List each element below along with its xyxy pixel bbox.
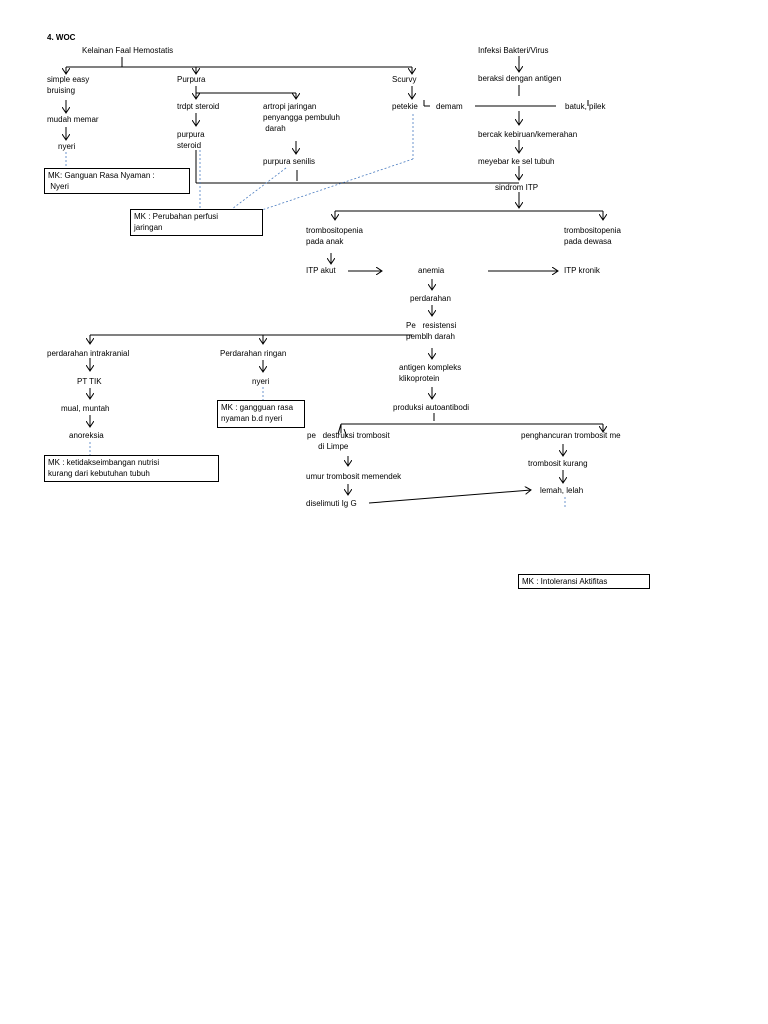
node-perdarahan-intrakranial: perdarahan intrakranial (47, 349, 130, 358)
node-diselimuti: diselimuti Ig G (306, 499, 357, 508)
page-title: 4. WOC (47, 33, 76, 42)
node-lemah-lelah: lemah, lelah (540, 486, 584, 495)
node-artropi: artropi jaringan penyangga pembuluh dara… (263, 102, 340, 133)
node-purpura-senilis: purpura senilis (263, 157, 316, 166)
node-destruksi: pe destruksi trombosit di Limpe (307, 431, 390, 451)
node-pt-tik: PT TIK (77, 377, 102, 386)
node-bereaksi: beraksi dengan antigen (478, 74, 562, 83)
mk-box-gangguan: MK : gangguan rasa nyaman b.d nyeri (217, 400, 305, 428)
node-nyeri-1: nyeri (58, 142, 76, 151)
node-produksi-autoantibodi: produksi autoantibodi (393, 403, 470, 412)
node-kelainan-faal-hemostatis: Kelainan Faal Hemostatis (82, 46, 174, 55)
node-infeksi: Infeksi Bakteri/Virus (478, 46, 549, 55)
node-simple-easy-bruising: simple easy bruising (47, 75, 90, 95)
mk-box-nyeri: MK: Ganguan Rasa Nyaman : Nyeri (44, 168, 190, 194)
mk-box-nutrisi: MK : ketidakseimbangan nutrisi kurang da… (44, 455, 219, 482)
node-purpura: Purpura (177, 75, 206, 84)
node-trdpt-steroid: trdpt steroid (177, 102, 220, 111)
node-itp-akut: ITP akut (306, 266, 336, 275)
mk-box-perfusi: MK : Perubahan perfusi jaringan (130, 209, 263, 236)
node-mual-muntah: mual, muntah (61, 404, 110, 413)
node-antigen-kompleks: antigen kompleks klikoprotein (399, 363, 462, 383)
node-sindrom-itp: sindrom ITP (495, 183, 539, 192)
node-trombo-anak: trombositopenia pada anak (306, 226, 363, 246)
node-resistensi: Pe resistensi pemblh darah (406, 321, 457, 341)
node-nyeri-2: nyeri (252, 377, 270, 386)
node-purpura-steroid: purpura steroid (177, 130, 205, 150)
node-mudah-memar: mudah memar (47, 115, 99, 124)
node-menyebar: meyebar ke sel tubuh (478, 157, 555, 166)
node-itp-kronik: ITP kronik (564, 266, 600, 275)
mk-box-intoleransi: MK : Intoleransi Aktifitas (518, 574, 650, 589)
node-demam: demam (436, 102, 463, 111)
node-scurvy: Scurvy (392, 75, 417, 84)
node-perdarahan-ringan: Perdarahan ringan (220, 349, 287, 358)
node-anoreksia: anoreksia (69, 431, 104, 440)
node-anemia: anemia (418, 266, 445, 275)
node-trombo-dewasa: trombositopenia pada dewasa (564, 226, 621, 246)
node-trombosit-kurang: trombosit kurang (528, 459, 588, 468)
node-perdarahan: perdarahan (410, 294, 451, 303)
node-penghancuran: penghancuran trombosit me (521, 431, 621, 440)
node-petekie: petekie (392, 102, 418, 111)
node-umur-trombosit: umur trombosit memendek (306, 472, 402, 481)
node-batuk: batuk, pilek (565, 102, 606, 111)
node-bercak: bercak kebiruan/kemerahan (478, 130, 578, 139)
